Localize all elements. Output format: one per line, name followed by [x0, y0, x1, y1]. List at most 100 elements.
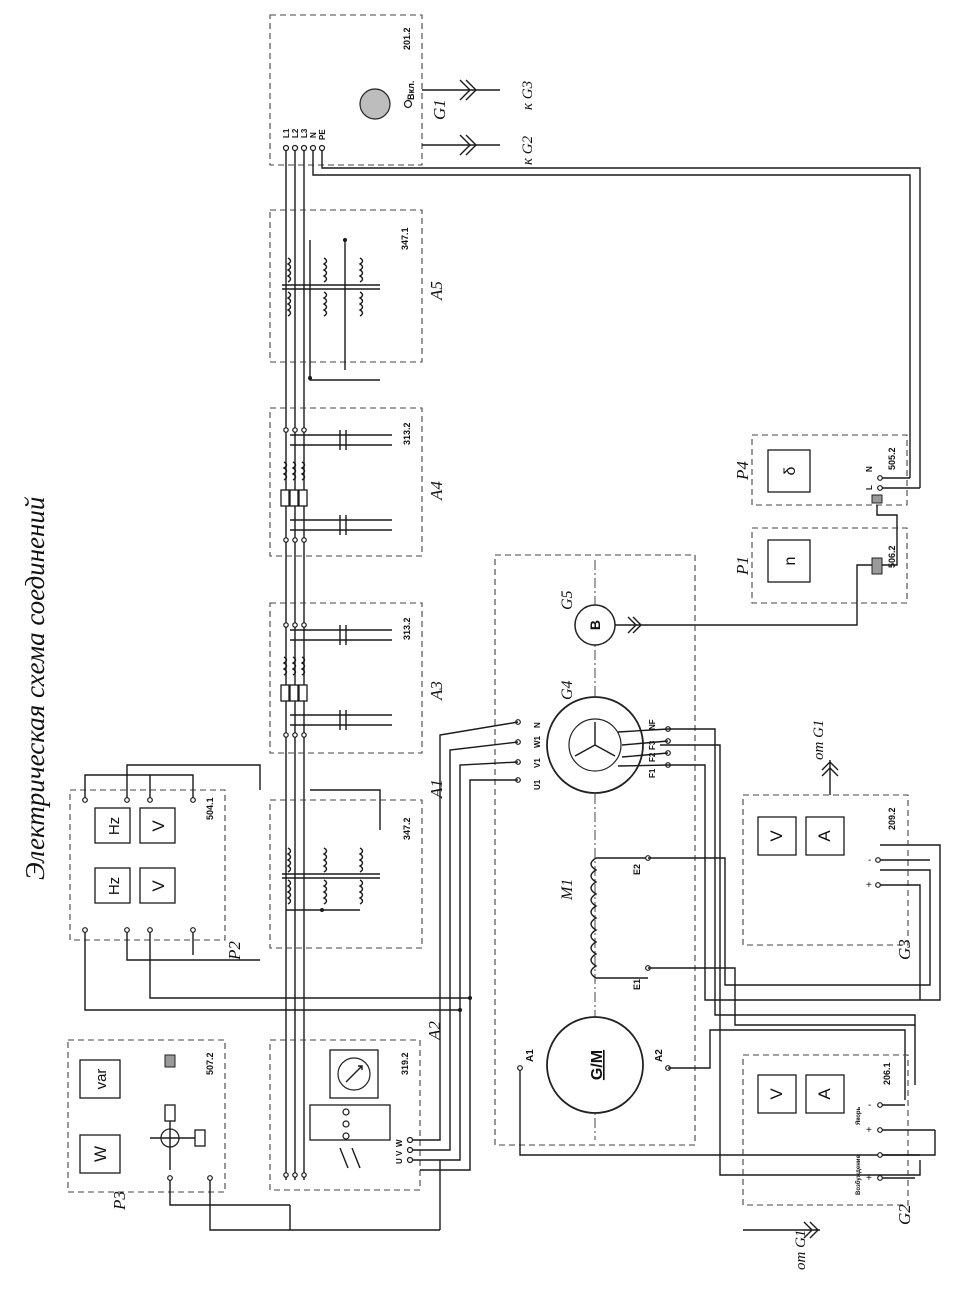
module-p4: 505.2 P4 δ L N — [733, 434, 920, 506]
p2-meter-v-2-label: V — [149, 880, 168, 892]
module-g2: 206.1 G2 V A Якорь Возбуждение - + - + о… — [742, 1054, 935, 1270]
g1-to-g3: к G3 — [520, 81, 536, 110]
g2-meter-a — [805, 1074, 845, 1114]
p4-meter-delta-label: δ — [782, 466, 799, 475]
excitation-wires — [648, 728, 941, 1176]
module-p3: 507.2 P3 var W — [67, 1039, 440, 1231]
a1-label: A1 — [427, 779, 446, 799]
diagram-title: Электрическая схема соединений — [20, 496, 50, 880]
p2-meter-hz-2 — [94, 867, 131, 904]
p2-meter-v-1-label: V — [149, 820, 168, 832]
g2-meter-v-label: V — [767, 1088, 786, 1100]
gm-dc-machine — [546, 1016, 644, 1114]
g1-label: G1 — [430, 99, 449, 120]
g1-terminal-l2: L2 — [291, 128, 300, 138]
a2-terminal-v: V — [395, 1150, 404, 1156]
g3-label: G3 — [895, 939, 914, 960]
p4-label: P4 — [733, 461, 752, 481]
p3-meter-var — [79, 1059, 121, 1099]
machine-group: B G5 G4 U1 V1 W1 N F1 F2 F3 NF M1 E2 E1 … — [494, 554, 936, 1156]
g4-terminal-n: N — [533, 722, 542, 728]
g2-meter-a-label: A — [815, 1088, 834, 1100]
module-a3: 313.2 A3 — [269, 602, 446, 754]
g3-from-g1: от G1 — [811, 720, 827, 760]
p1-connector — [871, 557, 883, 575]
module-p1: 506.2 P1 n — [640, 505, 908, 626]
m1-label: M1 — [559, 879, 576, 901]
a5-code: 347.1 — [400, 227, 410, 250]
module-a2: 319.2 A2 U V W — [269, 1021, 444, 1191]
p2-label: P2 — [225, 941, 244, 961]
p3-code: 507.2 — [205, 1052, 215, 1075]
g4-terminal-f1: F1 — [648, 768, 657, 778]
g4-terminal-v1: V1 — [533, 758, 542, 768]
a5-transformer-windings — [282, 238, 380, 381]
module-a1: 347.2 A1 — [269, 779, 446, 949]
svg-text:-: - — [868, 1150, 871, 1161]
svg-text:-: - — [868, 855, 871, 866]
a4-label: A4 — [427, 481, 446, 501]
g3-meter-a — [805, 816, 845, 856]
g1-terminal-l1: L1 — [282, 128, 291, 138]
g2-excitation-label: Возбуждение — [855, 1154, 862, 1195]
a1-code: 347.2 — [402, 817, 412, 840]
a4-code: 313.2 — [402, 422, 412, 445]
p4-code: 505.2 — [887, 447, 897, 470]
g5-label: G5 — [559, 590, 576, 610]
svg-text:-: - — [868, 1100, 871, 1111]
a2-label: A2 — [425, 1021, 444, 1041]
gm-terminal-a1: A1 — [525, 1049, 536, 1062]
g3-code: 209.2 — [887, 807, 897, 830]
p2-meter-hz-2-label: Hz — [106, 877, 123, 895]
a2-terminal-u: U — [395, 1158, 404, 1164]
module-g1: 201.2 Вкл. G1 L1 L2 L3 N PE к G3 к G2 — [269, 14, 536, 166]
a3-label: A3 — [427, 681, 446, 701]
p2-meter-hz-1-label: Hz — [106, 817, 123, 835]
g1-code: 201.2 — [402, 27, 412, 50]
stator-feed-wires — [289, 721, 519, 1230]
g2-from-g1: от G1 — [793, 1230, 809, 1270]
p1-code: 506.2 — [887, 545, 897, 568]
m1-terminal-e1: E1 — [632, 979, 642, 990]
p4-meter-delta — [767, 449, 811, 493]
a3-code: 313.2 — [402, 617, 412, 640]
g3-meter-v-label: V — [767, 830, 786, 842]
power-indicator-lamp — [359, 88, 391, 120]
g3-meter-a-label: A — [815, 830, 834, 842]
g5-symbol: B — [587, 620, 603, 630]
g1-terminal-l3: L3 — [300, 128, 309, 138]
svg-text:+: + — [866, 1173, 872, 1184]
power-button[interactable] — [403, 99, 413, 109]
g2-armature-label: Якорь — [856, 1106, 862, 1125]
p3-meter-w-label: W — [91, 1146, 110, 1162]
p2-meter-hz-1 — [94, 807, 131, 844]
g2-code: 206.1 — [882, 1062, 892, 1085]
p1-meter-n-label: n — [782, 557, 799, 566]
p3-label: P3 — [110, 1191, 129, 1211]
power-button-label: Вкл. — [406, 81, 416, 100]
p4-terminal-n: N — [865, 466, 874, 472]
m1-terminal-e2: E2 — [632, 864, 642, 875]
g4-terminal-w1: W1 — [533, 735, 542, 748]
g2-label: G2 — [895, 1204, 914, 1225]
g2-meter-v — [757, 1074, 797, 1114]
p2-meter-v-1 — [139, 807, 176, 844]
p2-meter-v-2 — [139, 867, 176, 904]
a2-code: 319.2 — [400, 1052, 410, 1075]
svg-text:+: + — [866, 880, 872, 891]
module-a4: 313.2 A4 — [269, 407, 446, 557]
g4-terminal-u1: U1 — [533, 779, 542, 790]
p2-code: 504.1 — [205, 797, 215, 820]
g4-terminal-f2: F2 — [648, 752, 657, 762]
a2-terminal-w: W — [395, 1139, 404, 1147]
svg-text:+: + — [866, 1125, 872, 1136]
module-p2: 504.1 P2 Hz V Hz V — [69, 764, 470, 1011]
module-g3: 209.2 G3 V A - + от G1 — [742, 720, 914, 960]
gm-terminal-a2: A2 — [654, 1049, 665, 1062]
g4-terminal-f3: F3 — [648, 740, 657, 750]
p3-terminal-block — [164, 1054, 176, 1068]
g4-label: G4 — [559, 680, 576, 700]
g1-to-g2: к G2 — [520, 135, 536, 165]
g3-meter-v — [757, 816, 797, 856]
